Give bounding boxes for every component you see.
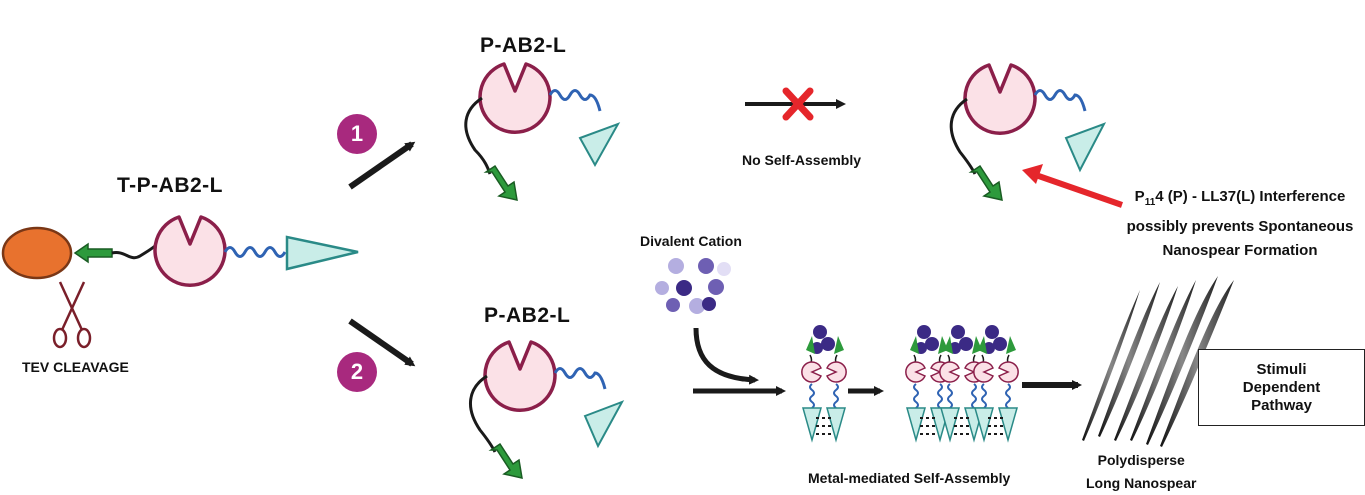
step-2-badge: 2 [337,352,377,392]
stimuli-pathway-box: Stimuli Dependent Pathway [1198,349,1365,426]
cation-dot [655,281,669,295]
red-cross-icon [782,87,814,121]
dimer-unit [973,325,1019,443]
interference-line2: possibly prevents Spontaneous [1126,218,1354,235]
cation-dot [666,298,680,312]
cation-dot [717,262,731,276]
cation-dot [668,258,684,274]
green-arrow-left-icon [73,242,113,264]
green-arrow-down-icon [968,164,1003,201]
nanospear [1160,280,1234,447]
arrow-cation [693,327,759,385]
assembly-stack-multimer [905,325,1019,443]
pacman-protein [483,340,557,412]
nanospear [1098,282,1160,437]
metal-mediated-label: Metal-mediated Self-Assembly [808,470,1011,486]
divalent-cation-label: Divalent Cation [640,233,742,249]
cation-dot [676,280,692,296]
nanospear [1114,286,1178,441]
nanospear-label: Polydisperse Long Nanospear [1086,449,1196,495]
wave-linker [548,89,602,112]
scissors-icon [52,281,92,349]
arrow-step1 [348,141,416,190]
title-tpab: T-P-AB2-L [117,174,223,197]
pab-top-construct [464,62,621,201]
pab-right-construct [949,63,1107,201]
interference-line3: Nanospear Formation [1162,242,1318,259]
tev-cleavage-label: TEV CLEAVAGE [22,359,129,375]
red-arrow-interference [1029,170,1123,208]
triangle-domain [578,122,621,168]
stimuli-pathway-text: Stimuli Dependent Pathway [1242,360,1321,414]
interference-line1: P114 (P) - LL37(L) Interference [1134,188,1346,208]
tpab-construct [1,215,359,287]
pacman-protein [153,215,227,287]
interference-note: P114 (P) - LL37(L) Interference possibly… [1120,185,1360,263]
nanospear [1082,290,1140,441]
nanospear [1130,280,1196,441]
pab-bottom-construct [468,340,625,479]
green-arrow-down-icon [483,164,518,201]
triangle-domain [583,400,625,449]
step-1-badge: 1 [337,114,377,154]
arrow-step2 [348,318,416,367]
dimer-unit [905,325,951,443]
linker-line [949,97,977,175]
green-tip-icon [806,336,815,354]
nanospear-label-line2: Long Nanospear [1086,475,1197,491]
title-pab-bottom: P-AB2-L [484,304,571,327]
nanospear-bundle [1082,276,1234,447]
tev-tag-ellipse [1,226,73,280]
wave-linker [223,246,287,258]
pacman-protein [478,62,552,134]
no-self-assembly-label: No Self-Assembly [742,152,862,168]
triangle-domain [1064,122,1107,173]
cation-cluster [655,258,731,314]
pacman-protein [963,63,1037,135]
red-arrowhead-icon [1022,164,1043,184]
triangle-domain [285,235,359,271]
green-tip-icon [834,336,844,354]
nanospear-label-line1: Polydisperse [1097,452,1185,468]
linker-line [464,96,492,175]
cation-dot [821,337,835,351]
cation-dot [702,297,716,311]
green-arrow-down-icon [488,442,523,479]
cation-dot [708,279,724,295]
cation-dot [689,298,705,314]
linker-line [111,244,156,260]
linker-line [468,374,497,453]
dimer-unit [939,325,985,443]
title-pab-top: P-AB2-L [480,34,567,57]
assembly-stack-dimer [801,325,847,443]
wave-linker [1033,89,1087,112]
cation-dot [813,325,827,339]
nanospear [1146,276,1218,445]
cation-dot [698,258,714,274]
wave-linker [553,367,607,390]
